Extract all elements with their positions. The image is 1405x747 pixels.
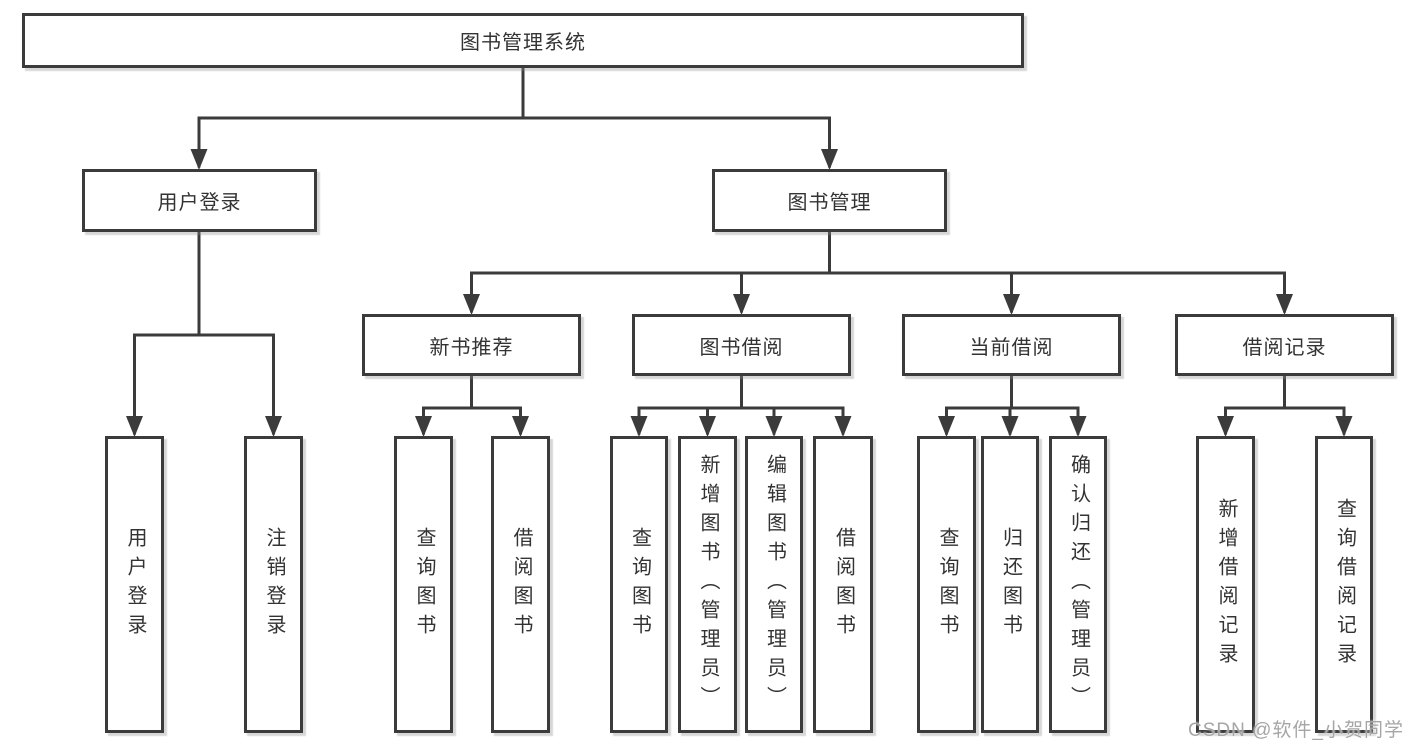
leaf-logout: 注销登录 [244,436,303,733]
connector-book-borrow-to-leaves [630,374,852,437]
connector-book-mgmt-to-level3 [463,230,1293,315]
leaf-query-book-newbooks: 查询图书 [394,436,453,733]
node-user-login: 用户登录 [82,169,317,232]
node-root-library-system: 图书管理系统 [22,13,1024,68]
node-current-borrowing: 当前借阅 [902,314,1121,376]
connector-root-to-level2 [190,66,838,170]
leaf-query-book-current: 查询图书 [917,436,976,733]
leaf-borrow-book-borrowing: 借阅图书 [813,436,873,733]
leaf-add-borrow-record: 新增借阅记录 [1196,436,1255,733]
leaf-return-book: 归还图书 [981,436,1039,733]
connector-borrow-records-to-leaves [1217,374,1353,437]
csdn-watermark: CSDN @软件_小贺同学 [1188,720,1404,741]
leaf-borrow-book-newbooks: 借阅图书 [491,436,550,733]
node-book-management: 图书管理 [712,169,947,232]
leaf-query-borrow-record: 查询借阅记录 [1315,436,1373,733]
connector-user-login-to-leaves [126,230,282,437]
node-book-borrowing: 图书借阅 [632,314,851,376]
leaf-confirm-return-admin: 确认归还（管理员） [1049,436,1107,733]
leaf-query-book-borrowing: 查询图书 [610,436,668,733]
leaf-edit-book-admin: 编辑图书（管理员） [745,436,803,733]
node-borrowing-records: 借阅记录 [1175,314,1394,376]
leaf-add-book-admin: 新增图书（管理员） [678,436,737,733]
connector-new-books-to-leaves [415,374,529,437]
leaf-user-login: 用户登录 [105,436,164,733]
connector-current-borrow-to-leaves [938,374,1087,437]
node-new-book-recommend: 新书推荐 [362,314,581,376]
